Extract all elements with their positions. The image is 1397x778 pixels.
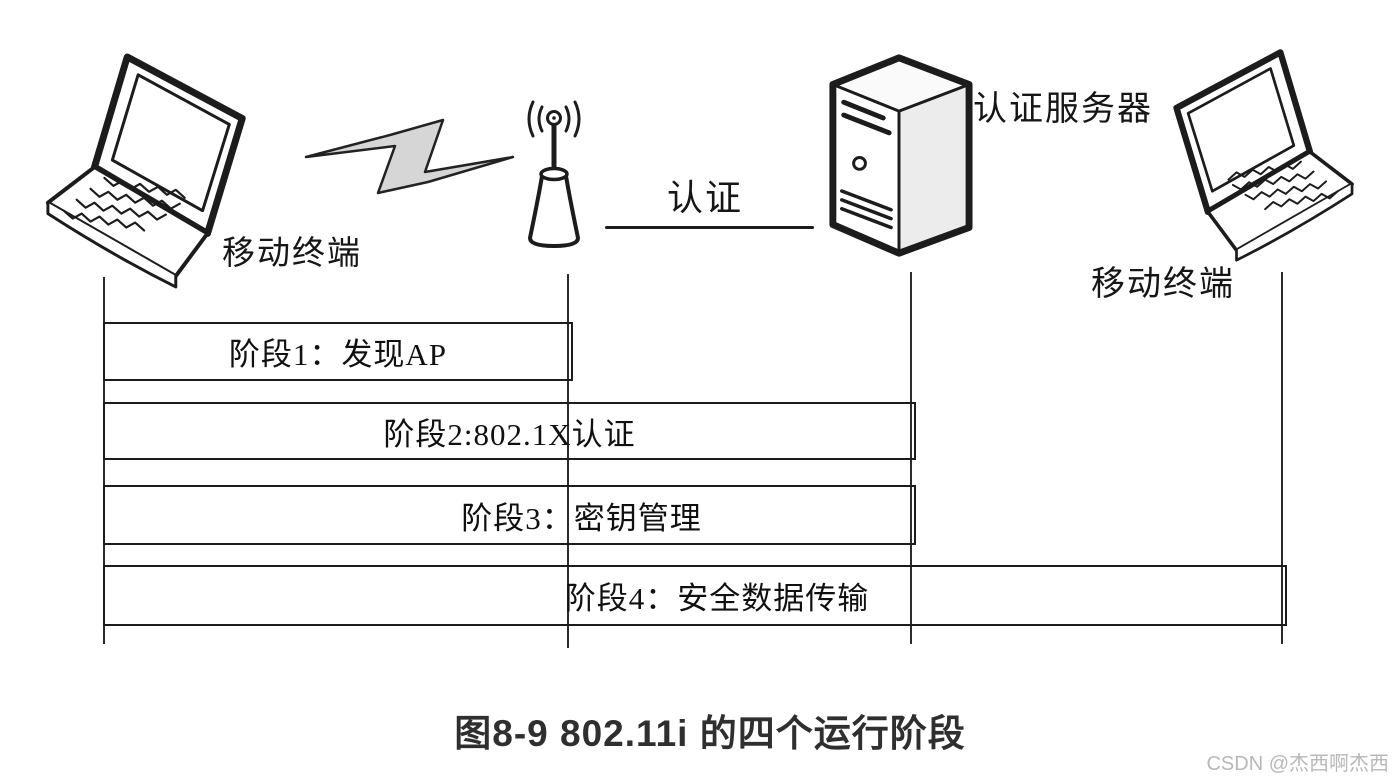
laptop-right-label: 移动终端 [1091, 266, 1235, 303]
phase-3-bar: 阶段3：密钥管理 [103, 485, 916, 545]
authentication-link-label: 认证 [666, 178, 743, 218]
phase-2-bar: 阶段2:802.1X认证 [103, 402, 916, 460]
lifeline-laptop-left [103, 277, 105, 644]
auth-server-label: 认证服务器 [973, 91, 1153, 128]
wireless-ap-icon [527, 100, 581, 248]
figure-caption: 图8-9 802.11i 的四个运行阶段 [454, 713, 966, 754]
phase-4-label: 阶段4：安全数据传输 [564, 581, 870, 616]
lightning-bolt-icon [304, 118, 515, 195]
server-tower-icon [829, 54, 973, 257]
csdn-watermark: CSDN @杰西啊杰西 [1206, 753, 1389, 775]
lifeline-access-point [567, 274, 569, 648]
laptop-icon [1155, 46, 1361, 263]
phase-3-label: 阶段3：密钥管理 [461, 500, 702, 536]
lifeline-laptop-right [1281, 272, 1283, 644]
laptop-left-label: 移动终端 [222, 236, 362, 272]
phase-4-bar: 阶段4：安全数据传输 [103, 565, 1287, 626]
phase-1-label: 阶段1：发现AP [228, 337, 448, 372]
phase-1-bar: 阶段1：发现AP [103, 322, 573, 381]
authentication-link-line [605, 226, 814, 229]
phase-2-label: 阶段2:802.1X认证 [383, 416, 636, 452]
